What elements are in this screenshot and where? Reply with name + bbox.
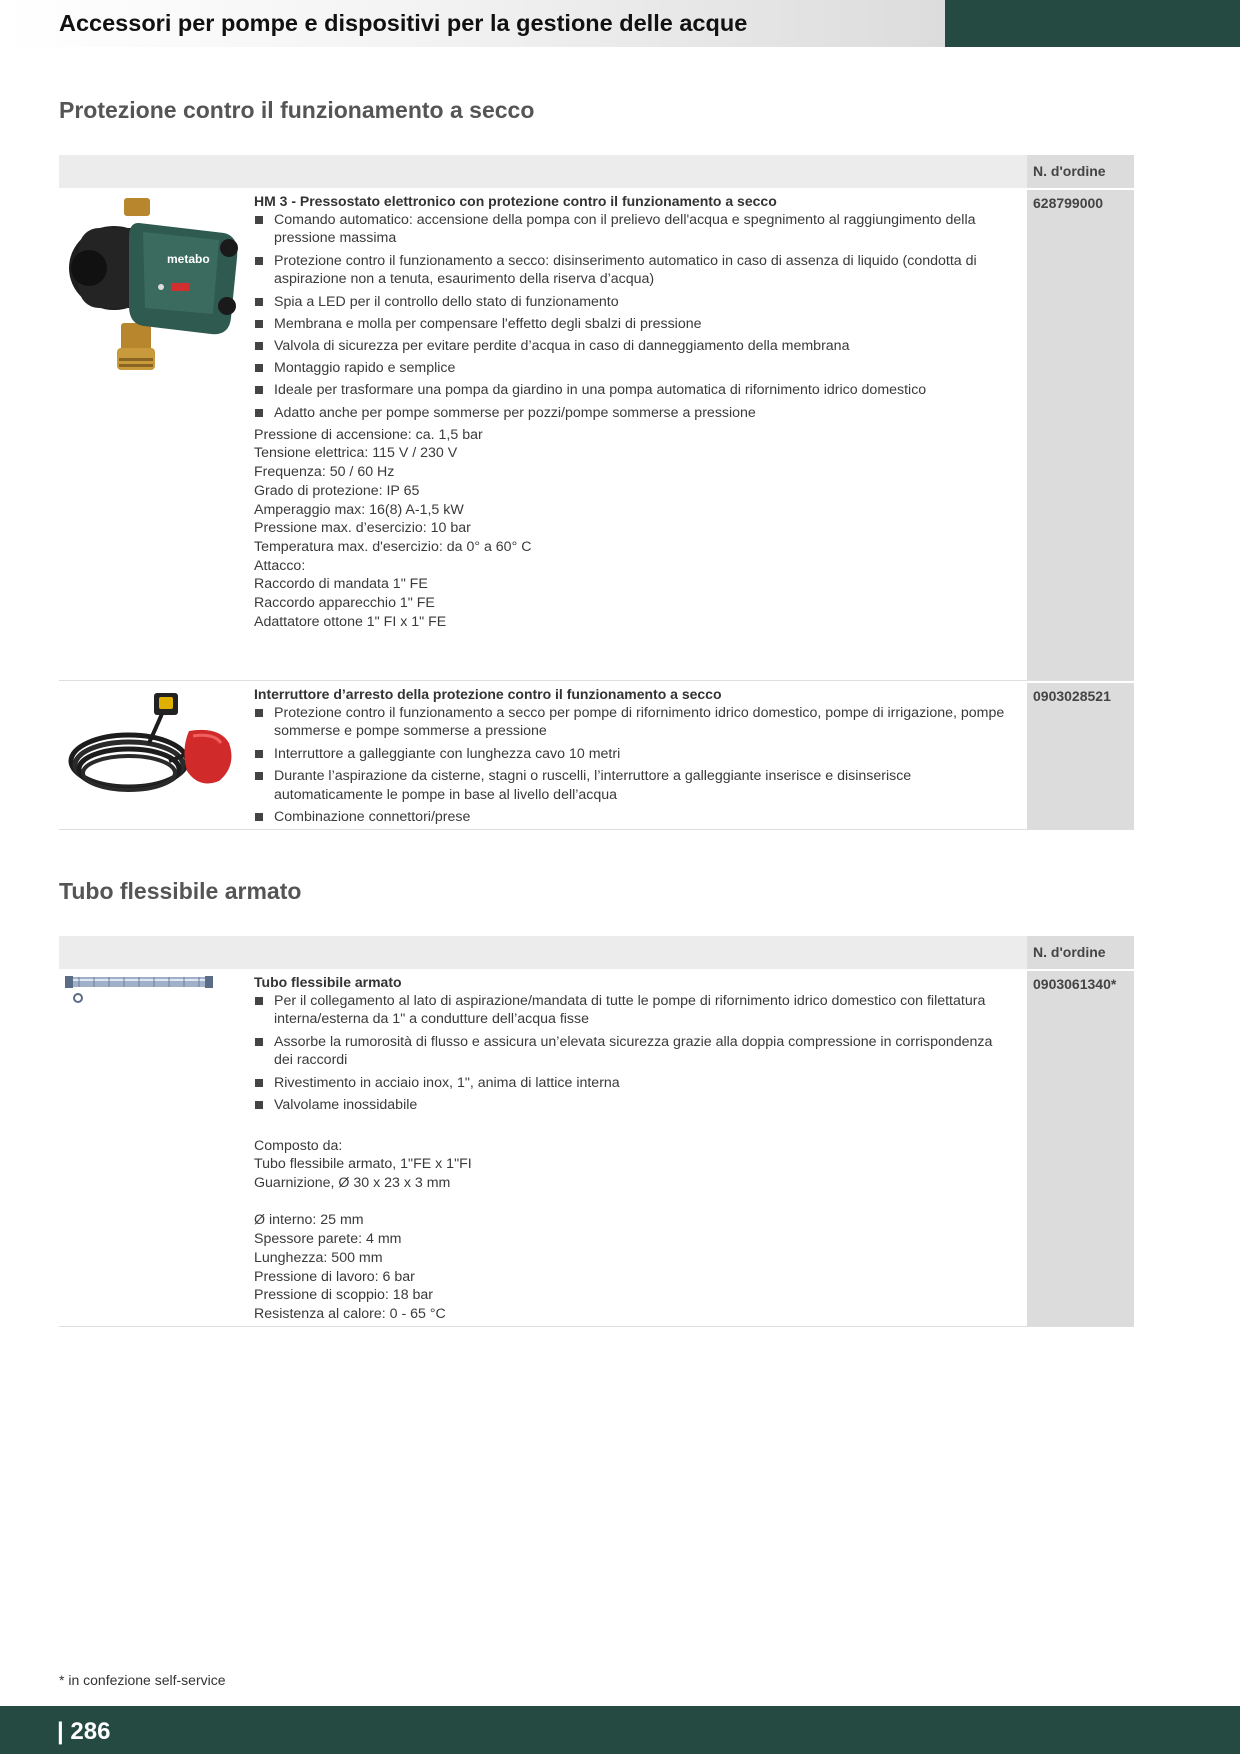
feature-item: Protezione contro il funzionamento a sec…: [254, 704, 1014, 741]
armored-hose-image: [59, 969, 229, 1014]
product-row-hm3: 628799000 metabo: [59, 188, 1134, 681]
spec-line: Temperatura max. d'esercizio: da 0° a 60…: [254, 538, 532, 555]
feature-list: Per il collegamento al lato di aspirazio…: [254, 992, 1014, 1115]
spec-line: Adattatore ottone 1" FI x 1" FE: [254, 613, 447, 630]
order-number-header: N. d'ordine: [1027, 155, 1134, 188]
feature-item: Assorbe la rumorosità di flusso e assicu…: [254, 1033, 1014, 1070]
footer-bar: | 286: [0, 1706, 1240, 1754]
spec-line: Lunghezza: 500 mm: [254, 1249, 383, 1266]
spec-line: Pressione di scoppio: 18 bar: [254, 1287, 434, 1304]
order-number: 0903061340*: [1033, 976, 1117, 992]
order-column: 0903028521: [1027, 683, 1134, 829]
header-bar: [0, 0, 945, 47]
spec-line: Raccordo apparecchio 1" FE: [254, 595, 435, 612]
feature-item: Interruttore a galleggiante con lunghezz…: [254, 745, 1014, 764]
product-name: Tubo flessibile armato: [254, 974, 402, 990]
table-header: N. d'ordine: [59, 936, 1134, 969]
feature-item: Membrana e molla per compensare l'effett…: [254, 315, 1014, 334]
feature-item: Ideale per trasformare una pompa da giar…: [254, 381, 1014, 400]
spec-line: Ø interno: 25 mm: [254, 1212, 364, 1229]
header-accent: [945, 0, 1240, 47]
table-header: N. d'ordine: [59, 155, 1134, 188]
spec-line: Pressione di accensione: ca. 1,5 bar: [254, 426, 483, 443]
spec-line: Attacco:: [254, 557, 306, 574]
spec-line: Composto da:: [254, 1137, 343, 1154]
page-number: | 286: [57, 1718, 111, 1745]
spec-line: Guarnizione, Ø 30 x 23 x 3 mm: [254, 1175, 451, 1192]
product-row-armored-hose: 0903061340* Tubo flessibile armato: [59, 969, 1134, 1327]
spec-line: Amperaggio max: 16(8) A-1,5 kW: [254, 501, 464, 518]
product-description-hm3: HM 3 - Pressostato elettronico con prote…: [254, 192, 1014, 631]
feature-item: Combinazione connettori/prese: [254, 808, 1014, 827]
spec-line: Grado di protezione: IP 65: [254, 482, 420, 499]
feature-item: Valvola di sicurezza per evitare perdite…: [254, 337, 1014, 356]
spec-line: Frequenza: 50 / 60 Hz: [254, 464, 395, 481]
section-title-armored-hose: Tubo flessibile armato: [59, 878, 302, 904]
order-column: 0903061340*: [1027, 971, 1134, 1326]
product-description-armored-hose: Tubo flessibile armato Per il collegamen…: [254, 973, 1014, 1324]
spec-line: Tubo flessibile armato, 1"FE x 1"FI: [254, 1156, 472, 1173]
order-number: 628799000: [1033, 195, 1104, 211]
float-switch-image: [59, 681, 232, 816]
order-column: 628799000: [1027, 190, 1134, 680]
spec-line: Spessore parete: 4 mm: [254, 1231, 402, 1248]
brand-label: metabo: [167, 252, 210, 266]
feature-item: Protezione contro il funzionamento a sec…: [254, 252, 1014, 289]
product-row-float-switch: 0903028521 Interruttore d: [59, 681, 1134, 830]
spec-line: Pressione di lavoro: 6 bar: [254, 1268, 415, 1285]
section-title-dry-run: Protezione contro il funzionamento a sec…: [59, 97, 535, 123]
feature-item: Rivestimento in acciaio inox, 1", anima …: [254, 1074, 1014, 1093]
feature-list: Protezione contro il funzionamento a sec…: [254, 704, 1014, 827]
footnote: * in confezione self-service: [59, 1672, 226, 1688]
spec-list: Pressione di accensione: ca. 1,5 bar Ten…: [254, 426, 1014, 632]
product-name: Interruttore d’arresto della protezione …: [254, 686, 722, 702]
order-number-header: N. d'ordine: [1027, 936, 1134, 969]
spec-line: [254, 1193, 1014, 1212]
feature-item: Adatto anche per pompe sommerse per pozz…: [254, 404, 1014, 423]
feature-list: Comando automatico: accensione della pom…: [254, 211, 1014, 423]
spec-line: Raccordo di mandata 1" FE: [254, 576, 428, 593]
feature-item: Montaggio rapido e semplice: [254, 359, 1014, 378]
feature-item: Comando automatico: accensione della pom…: [254, 211, 1014, 248]
pressure-switch-image: metabo: [59, 188, 238, 393]
feature-item: Spia a LED per il controllo dello stato …: [254, 293, 1014, 312]
product-name: HM 3 - Pressostato elettronico con prote…: [254, 193, 777, 209]
spec-line: Pressione max. d’esercizio: 10 bar: [254, 520, 471, 537]
spec-line: [254, 1118, 1014, 1137]
product-table-armored-hose: N. d'ordine 0903061340*: [59, 936, 1134, 1327]
feature-item: Per il collegamento al lato di aspirazio…: [254, 992, 1014, 1029]
feature-item: Durante l’aspirazione da cisterne, stagn…: [254, 767, 1014, 804]
product-table-dry-run: N. d'ordine 628799000 metabo: [59, 155, 1134, 830]
spec-line: Tensione elettrica: 115 V / 230 V: [254, 445, 458, 462]
page-header-title: Accessori per pompe e dispositivi per la…: [59, 10, 748, 36]
spec-list: Composto da: Tubo flessibile armato, 1"F…: [254, 1118, 1014, 1324]
product-description-float-switch: Interruttore d’arresto della protezione …: [254, 685, 1014, 830]
order-number: 0903028521: [1033, 688, 1111, 704]
feature-item: Valvolame inossidabile: [254, 1096, 1014, 1115]
spec-line: Resistenza al calore: 0 - 65 °C: [254, 1305, 446, 1322]
